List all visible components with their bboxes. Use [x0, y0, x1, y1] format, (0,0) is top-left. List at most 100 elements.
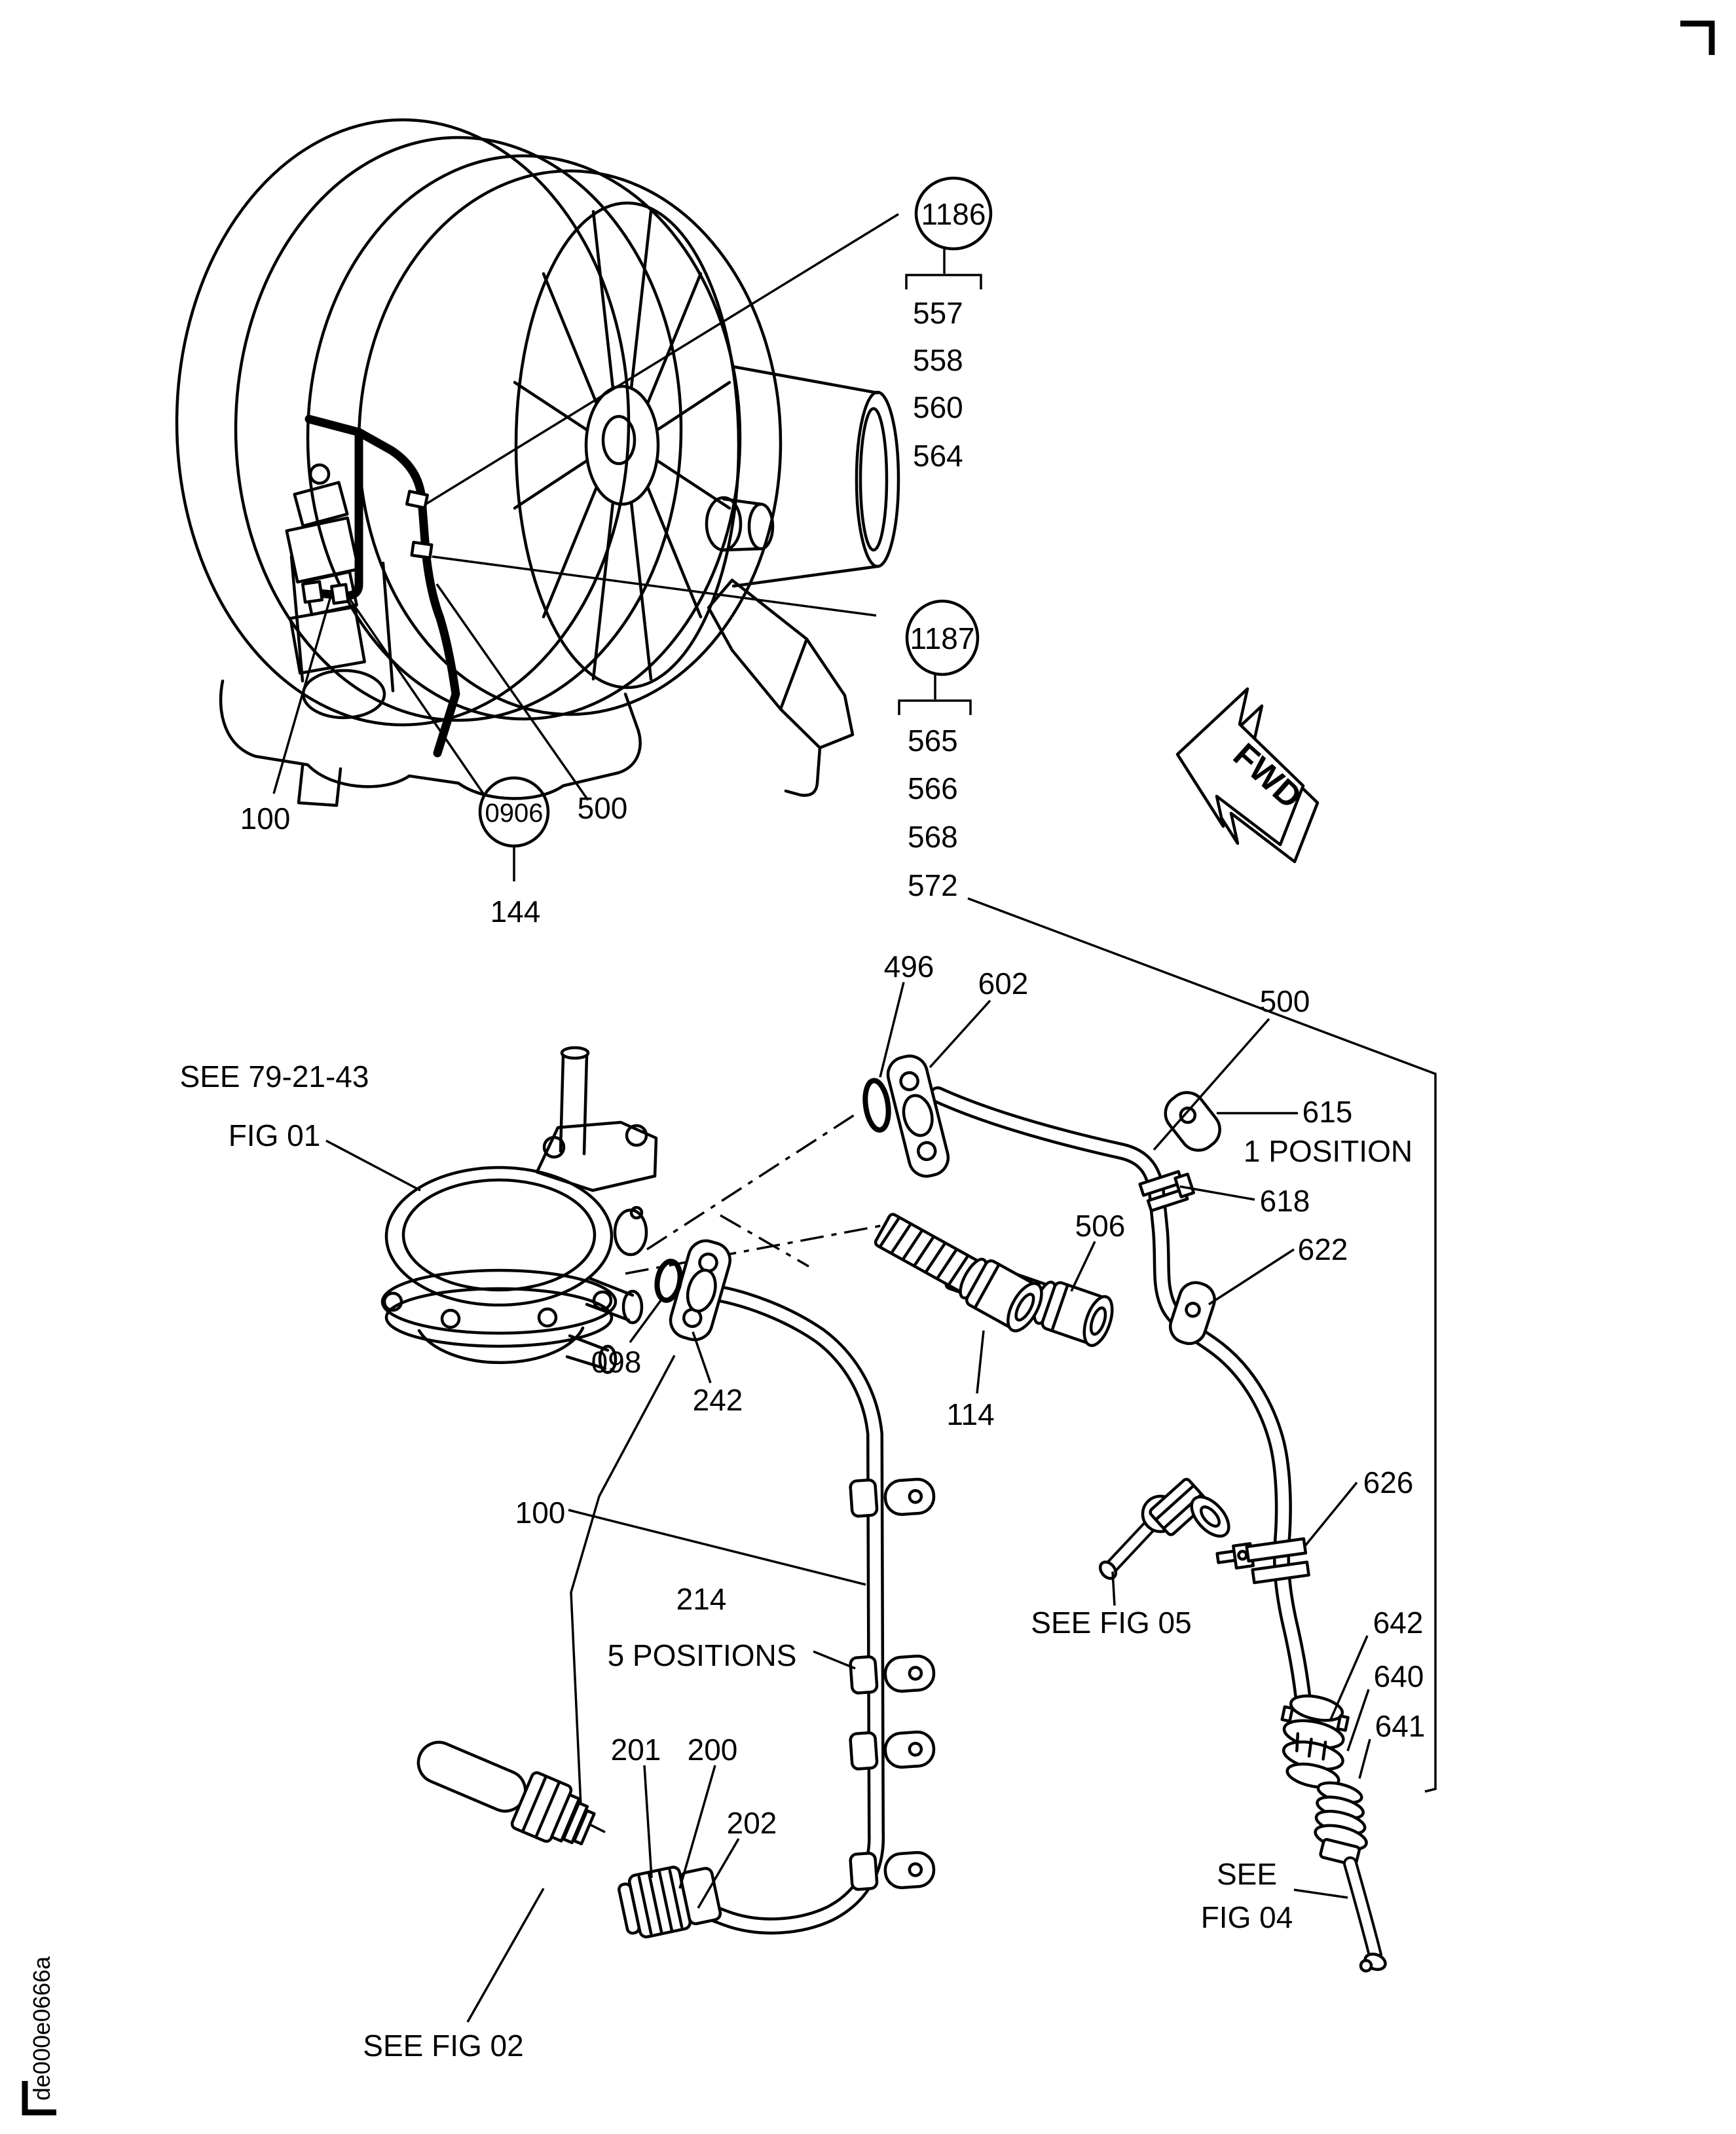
engine-installed-view: 1186 557 558 560 564 1187 565 566 568 57… [175, 118, 1320, 929]
label-100-top: 100 [240, 801, 291, 836]
label-641: 641 [1375, 1709, 1426, 1743]
item-558: 558 [913, 343, 963, 377]
coupling-200-201-202 [618, 1866, 722, 1939]
leader-618 [1179, 1185, 1255, 1201]
leader-1187 [432, 555, 877, 617]
callout-1187-number: 1187 [910, 621, 975, 655]
leader-fig04 [1293, 1888, 1348, 1899]
leader-fig01 [325, 1139, 421, 1192]
tube-500-assembly [862, 1054, 1387, 1973]
leader-622 [1208, 1248, 1295, 1306]
corner-mark-bottom-left [22, 2081, 56, 2116]
tube-clamp-bottom [330, 583, 350, 605]
leader-fig05 [1111, 1571, 1116, 1606]
centerline-cross [720, 1214, 809, 1268]
ref-fig04-line2: FIG 04 [1201, 1900, 1293, 1934]
leader-fig02 [466, 1888, 545, 2023]
callout-0906-number: 0906 [485, 799, 544, 828]
callout-1186: 1186 557 558 560 564 [905, 176, 993, 473]
leader-496 [879, 982, 905, 1078]
leader-100-top [272, 598, 331, 794]
centerline-oring-496 [646, 1111, 860, 1251]
tube-100-assembly [416, 1239, 1230, 1939]
ref-fig01-line1: SEE 79-21-43 [180, 1059, 369, 1094]
leader-114 [976, 1330, 985, 1394]
item-566: 566 [908, 771, 958, 805]
item-572: 572 [908, 868, 958, 902]
ref-fig04-line1: SEE [1217, 1857, 1277, 1891]
label-214-note: 5 POSITIONS [608, 1638, 797, 1672]
item-564: 564 [913, 439, 963, 473]
label-640: 640 [1374, 1659, 1424, 1693]
label-500: 500 [1260, 984, 1310, 1018]
tube-end-fitting [301, 580, 324, 604]
label-242: 242 [693, 1383, 743, 1417]
fan-case-front-flange [357, 169, 783, 716]
label-622: 622 [1298, 1232, 1348, 1266]
bracket-615 [1164, 1091, 1221, 1152]
fuel-pump-assembly [380, 1046, 658, 1374]
leader-642 [1329, 1635, 1369, 1720]
label-496: 496 [884, 949, 934, 984]
label-506: 506 [1075, 1209, 1126, 1243]
flange-602 [886, 1054, 950, 1178]
label-114: 114 [946, 1397, 994, 1431]
leader-214 [813, 1650, 856, 1670]
leader-506 [1070, 1241, 1096, 1292]
fuel-control-unit [285, 463, 395, 693]
document-code: de000e0666a [28, 1956, 55, 2101]
fig02-fitting [416, 1740, 596, 1846]
item-557: 557 [913, 296, 963, 330]
label-200: 200 [688, 1733, 738, 1767]
flange-242 [669, 1239, 731, 1342]
leader-1186 [425, 213, 899, 506]
fwd-arrow: FWD [1175, 687, 1320, 864]
leader-242 [692, 1331, 712, 1384]
label-618: 618 [1260, 1184, 1310, 1218]
detail-leaders [325, 982, 1371, 2023]
label-642: 642 [1373, 1606, 1424, 1640]
label-144: 144 [490, 894, 541, 929]
label-201: 201 [611, 1733, 661, 1767]
leader-500 [1153, 1018, 1270, 1151]
label-615: 615 [1302, 1095, 1353, 1129]
frame-right [967, 897, 1437, 1793]
callout-1187: 1187 565 566 568 572 [898, 599, 980, 902]
label-202: 202 [727, 1806, 777, 1840]
leader-640 [1346, 1689, 1370, 1752]
fan-case-ring-2 [234, 136, 683, 722]
callout-0906: 0906 144 [478, 776, 550, 929]
fwd-arrow-face [1175, 687, 1305, 847]
item-560: 560 [913, 390, 963, 424]
leader-641 [1358, 1738, 1371, 1779]
tube-detail-view: SEE 79-21-43 FIG 01 496 602 500 615 1 PO… [180, 897, 1437, 2063]
item-565: 565 [908, 724, 958, 758]
corner-mark-top-right [1680, 20, 1715, 55]
label-214: 214 [676, 1582, 727, 1616]
clamp-626 [1215, 1537, 1310, 1585]
drain-mast [707, 578, 855, 797]
label-626: 626 [1363, 1465, 1414, 1499]
label-602: 602 [978, 966, 1029, 1001]
engine-core [705, 365, 900, 588]
drain-tubes [301, 414, 460, 758]
leader-100 [568, 1509, 866, 1586]
label-500-top: 500 [578, 791, 628, 825]
label-615-note: 1 POSITION [1244, 1134, 1413, 1168]
ref-fig05-label: SEE FIG 05 [1031, 1606, 1191, 1640]
tube-100-clips [849, 1477, 936, 1891]
tube-clamp-upper [405, 490, 430, 509]
leader-201 [643, 1765, 653, 1879]
label-100: 100 [515, 1496, 566, 1530]
coupling-642-640-641 [1280, 1694, 1350, 1789]
label-098: 098 [591, 1345, 642, 1379]
clamp-618 [1138, 1169, 1196, 1213]
leader-500-top [435, 583, 589, 801]
oring-496 [862, 1078, 891, 1133]
leader-098 [629, 1297, 664, 1344]
leader-602 [929, 999, 991, 1069]
detail-labels: SEE 79-21-43 FIG 01 496 602 500 615 1 PO… [180, 949, 1426, 2063]
callout-1186-number: 1186 [921, 197, 986, 231]
leader-200 [678, 1765, 716, 1889]
